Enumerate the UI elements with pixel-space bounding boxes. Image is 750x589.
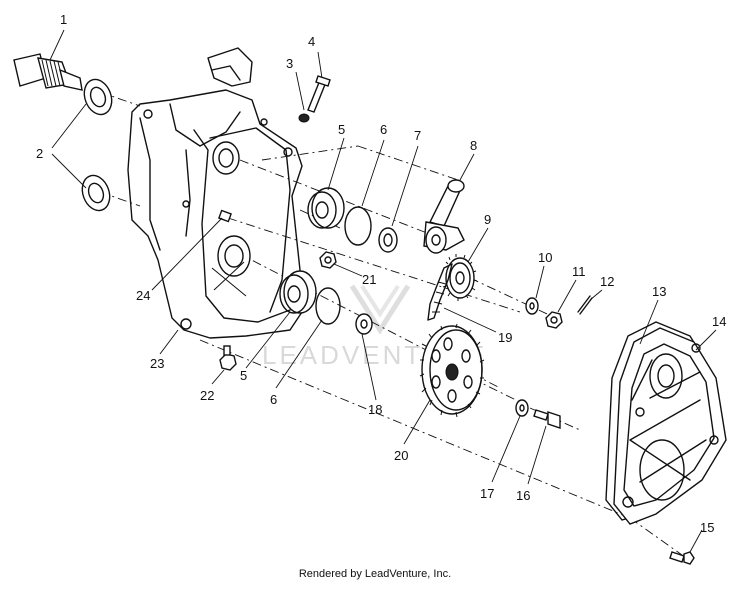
callout-24: 24 [136,288,150,303]
callout-3: 3 [286,56,293,71]
callout-17: 17 [480,486,494,501]
part-15-cover-bolt [669,551,695,565]
part-2-seal-lower [81,174,111,212]
part-2-seal-upper [83,78,113,116]
callout-19: 19 [498,330,512,345]
part-17-washer [515,399,529,417]
callout-21: 21 [362,272,376,287]
part-12-cotter-pin [577,295,593,315]
callout-labels: 1 2 3 4 5 6 7 8 9 10 11 12 13 14 15 16 1… [36,12,726,535]
part-7-spacer [378,227,398,253]
part-1-input-shaft [13,53,83,91]
part-11-nut [545,311,563,329]
callout-11: 11 [572,264,586,279]
part-5-bearing-upper [307,187,345,229]
callout-13: 13 [652,284,666,299]
callout-5-upper: 5 [338,122,345,137]
callout-20: 20 [394,448,408,463]
part-20-driven-sprocket [419,323,485,418]
callout-18: 18 [368,402,382,417]
callout-10: 10 [538,250,552,265]
callout-4: 4 [308,34,315,49]
part-8-chain-tensioner [423,179,465,254]
part-21-nut [319,251,337,269]
callout-8: 8 [470,138,477,153]
part-14-chaincase-cover [613,327,727,525]
footer-credit: Rendered by LeadVenture, Inc. [298,568,452,580]
callout-23: 23 [150,356,164,371]
part-6-snap-ring-lower [315,287,341,325]
callout-7: 7 [414,128,421,143]
part-4-bolt [307,75,331,113]
part-10-washer [525,297,539,315]
part-6-snap-ring-upper [344,206,372,246]
part-22-bolt [219,345,237,371]
part-18-washer [355,313,373,335]
part-16-bolt [533,409,561,429]
callout-12: 12 [600,274,614,289]
callout-1: 1 [60,12,67,27]
callout-6-lower: 6 [270,392,277,407]
part-9-drive-sprocket [442,254,478,301]
callout-14: 14 [712,314,726,329]
callout-15: 15 [700,520,714,535]
callout-9: 9 [484,212,491,227]
part-3-nut [298,113,310,123]
part-23-chaincase-housing [127,47,303,339]
callout-5-lower: 5 [240,368,247,383]
part-5-bearing-lower [279,270,317,314]
callout-leaders [49,29,717,553]
callout-6-upper: 6 [380,122,387,137]
part-19-chain [427,263,453,321]
callout-2: 2 [36,146,43,161]
part-24-dowel-pin [218,209,232,223]
callout-22: 22 [200,388,214,403]
callout-16: 16 [516,488,530,503]
